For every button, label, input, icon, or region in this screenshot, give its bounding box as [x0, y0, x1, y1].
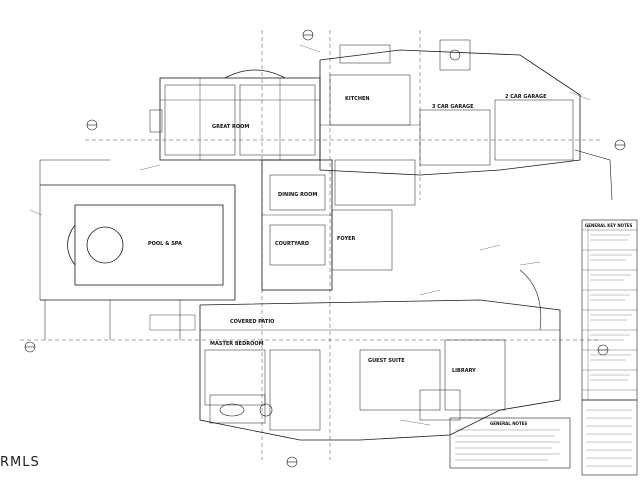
section-markers: [24, 29, 626, 468]
lower-wing: [149, 299, 561, 441]
label-guest-suite: GUEST SUITE: [368, 358, 405, 364]
label-great-room: GREAT ROOM: [212, 124, 249, 130]
pool-area: [39, 159, 236, 340]
general-notes-title: GENERAL NOTES: [490, 421, 527, 426]
label-kitchen: KITCHEN: [345, 96, 370, 102]
label-garage-2: 2 CAR GARAGE: [505, 94, 547, 100]
watermark: RMLS: [0, 455, 40, 470]
dining-block: [261, 159, 416, 291]
label-courtyard: COURTYARD: [275, 241, 309, 247]
general-key-notes-panel: [581, 219, 638, 476]
label-foyer: FOYER: [337, 236, 356, 242]
label-master-bedroom: MASTER BEDROOM: [210, 341, 264, 347]
garage-block: [319, 39, 581, 176]
curved-wall: [519, 269, 542, 331]
leader-lines: [29, 44, 591, 426]
label-library: LIBRARY: [452, 368, 476, 374]
right-wall: [574, 149, 613, 201]
great-room-block: [149, 69, 321, 161]
label-pool-spa: POOL & SPA: [148, 241, 182, 247]
label-dining-room: DINING ROOM: [278, 192, 317, 198]
label-covered-patio: COVERED PATIO: [230, 319, 274, 325]
general-notes-box: [449, 417, 571, 469]
label-garage-1: 3 CAR GARAGE: [432, 104, 474, 110]
general-key-notes-title: GENERAL KEY NOTES: [585, 223, 633, 228]
